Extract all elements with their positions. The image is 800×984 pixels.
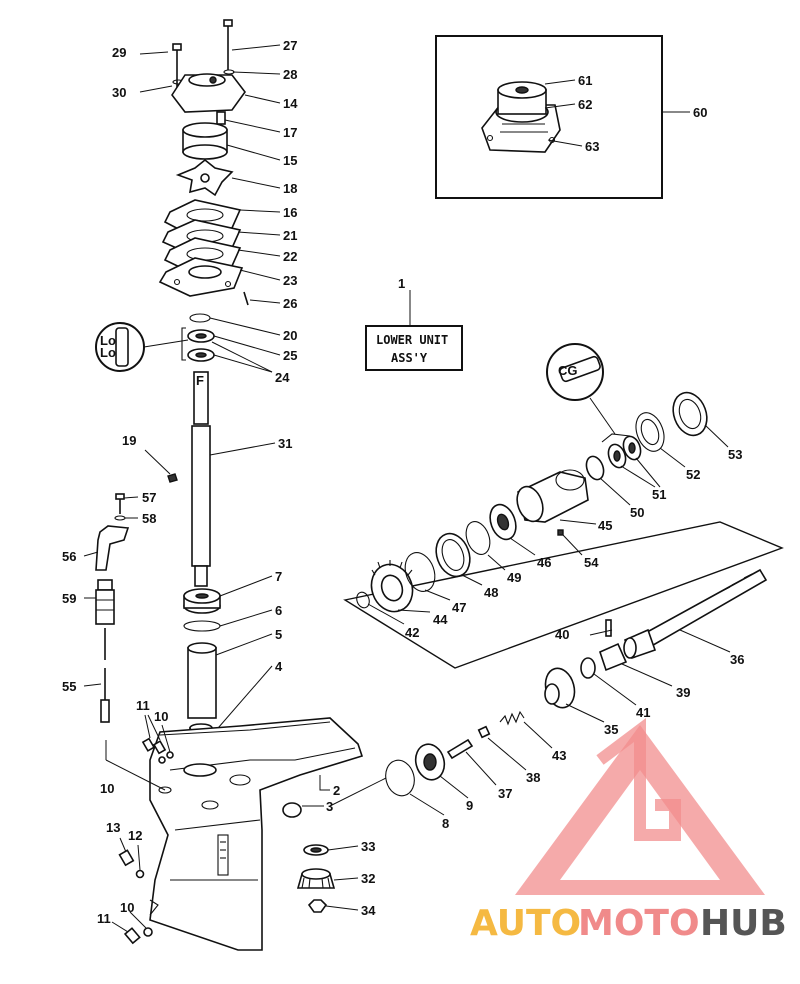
label-13: 13 [106,820,120,835]
label-42: 42 [405,625,419,640]
label-11-upper: 11 [136,698,150,713]
label-1: 1 [398,276,405,291]
label-6: 6 [275,603,282,618]
pin-19 [167,473,178,483]
sealant-symbol-right-text: CG [558,363,578,378]
driveshaft-mark: F [196,373,204,388]
label-47: 47 [452,600,466,615]
label-50: 50 [630,505,644,520]
driveshaft: F [191,371,211,587]
automotohub-logo [515,718,765,895]
label-33: 33 [361,839,375,854]
label-5: 5 [275,627,282,642]
label-63: 63 [585,139,599,154]
watermark-moto: MOTO [578,903,700,944]
label-10-lower: 10 [120,900,134,915]
carrier-group-outline [343,521,784,669]
pump-kit-illustration [481,81,561,153]
label-3: 3 [326,799,333,814]
bearing-carrier-group [356,391,708,613]
label-54: 54 [584,555,599,570]
label-26: 26 [283,296,297,311]
label-48: 48 [484,585,498,600]
label-32: 32 [361,871,375,886]
label-14: 14 [283,96,298,111]
label-53: 53 [728,447,742,462]
label-35: 35 [604,722,618,737]
label-17: 17 [283,125,297,140]
assembly-label-line1: LOWER UNIT [376,333,448,347]
assembly-label-box [365,325,463,371]
label-55: 55 [62,679,76,694]
logo-inner-mark [596,718,681,841]
label-36: 36 [730,652,744,667]
label-24: 24 [275,370,290,385]
label-4: 4 [275,659,283,674]
label-10-upper: 10 [154,709,168,724]
label-23: 23 [283,273,297,288]
sealant-symbol-left-text-2: Lo [100,345,116,360]
label-45: 45 [598,518,612,533]
label-19: 19 [122,433,136,448]
water-pump-stack [158,19,249,362]
label-7: 7 [275,569,282,584]
label-52: 52 [686,467,700,482]
label-18: 18 [283,181,297,196]
label-9: 9 [466,798,473,813]
label-2: 2 [333,783,340,798]
label-27: 27 [283,38,297,53]
label-38: 38 [526,770,540,785]
label-59: 59 [62,591,76,606]
label-31: 31 [278,436,292,451]
label-51: 51 [652,487,666,502]
label-58: 58 [142,511,156,526]
label-39: 39 [676,685,690,700]
label-61: 61 [578,73,592,88]
label-57: 57 [142,490,156,505]
label-37: 37 [498,786,512,801]
drain-plug [282,802,302,818]
label-49: 49 [507,570,521,585]
label-41: 41 [636,705,650,720]
inset-frame [435,35,663,199]
watermark-auto: AUTO [470,903,581,944]
label-56: 56 [62,549,76,564]
label-15: 15 [283,153,297,168]
label-12: 12 [128,828,142,843]
shift-linkage [95,493,130,723]
label-16: 16 [283,205,297,220]
label-21: 21 [283,228,297,243]
label-34: 34 [361,903,376,918]
label-29: 29 [112,45,126,60]
sealant-symbol-left-text: Lo [100,333,116,348]
label-43: 43 [552,748,566,763]
pinion-gear-group [296,844,336,913]
label-20: 20 [283,328,297,343]
label-8: 8 [442,816,449,831]
gearcase-housing [149,717,364,951]
label-10-mid: 10 [100,781,114,796]
watermark-hub: HUB [700,903,787,944]
label-44: 44 [433,612,448,627]
logo-triangle [515,725,765,895]
label-28: 28 [283,67,297,82]
label-30: 30 [112,85,126,100]
label-62: 62 [578,97,592,112]
label-40: 40 [555,627,569,642]
label-60: 60 [693,105,707,120]
label-22: 22 [283,249,297,264]
label-11-lower: 11 [97,911,111,926]
housing-screws-lower [118,849,153,945]
label-25: 25 [283,348,297,363]
assembly-label-line2: ASS'Y [391,351,428,365]
propeller-shaft-group [385,568,768,797]
label-46: 46 [537,555,551,570]
driveshaft-bearing-group [183,588,221,751]
